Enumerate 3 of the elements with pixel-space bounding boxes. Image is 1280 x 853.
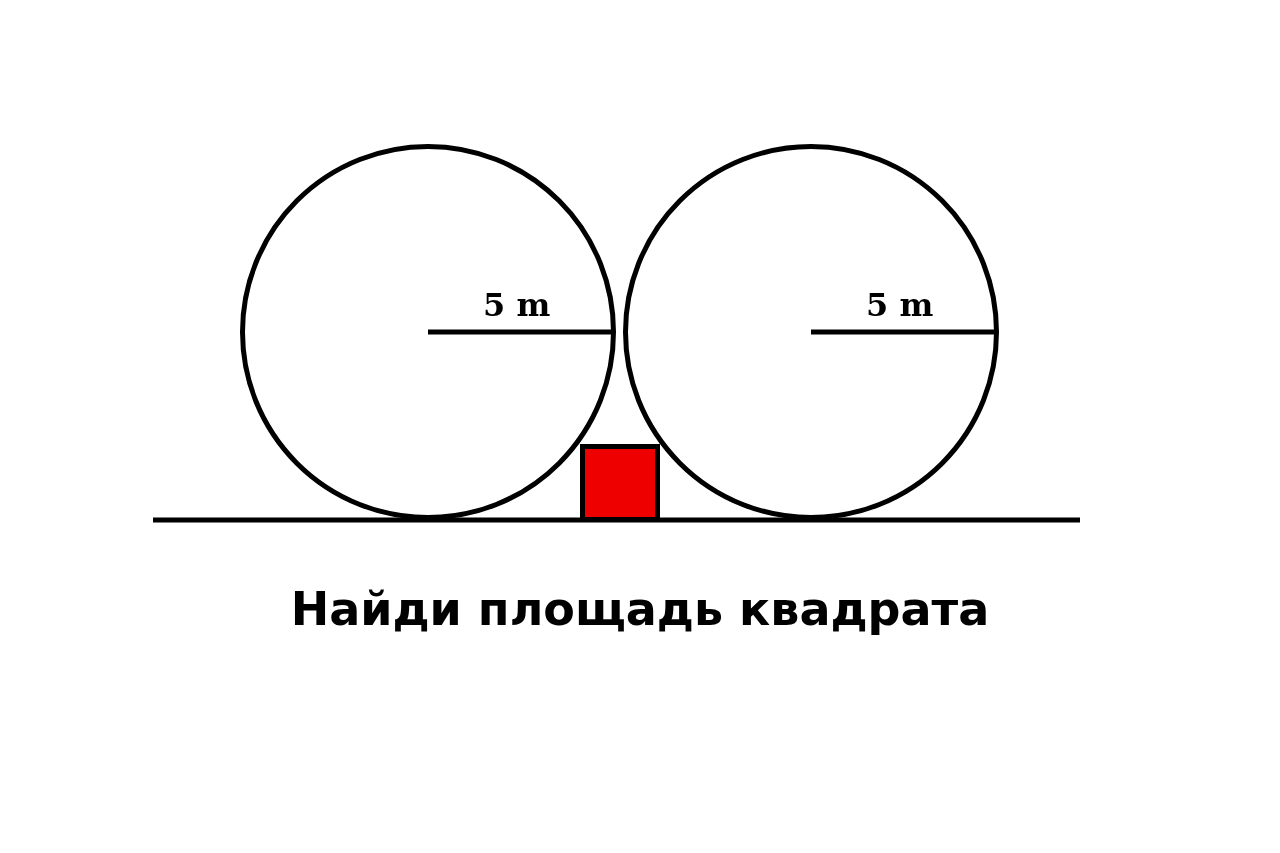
radius-label: 5 m (866, 289, 934, 321)
caption: Найди площадь квадрата (290, 582, 990, 636)
radius-label: 5 m (483, 289, 551, 321)
